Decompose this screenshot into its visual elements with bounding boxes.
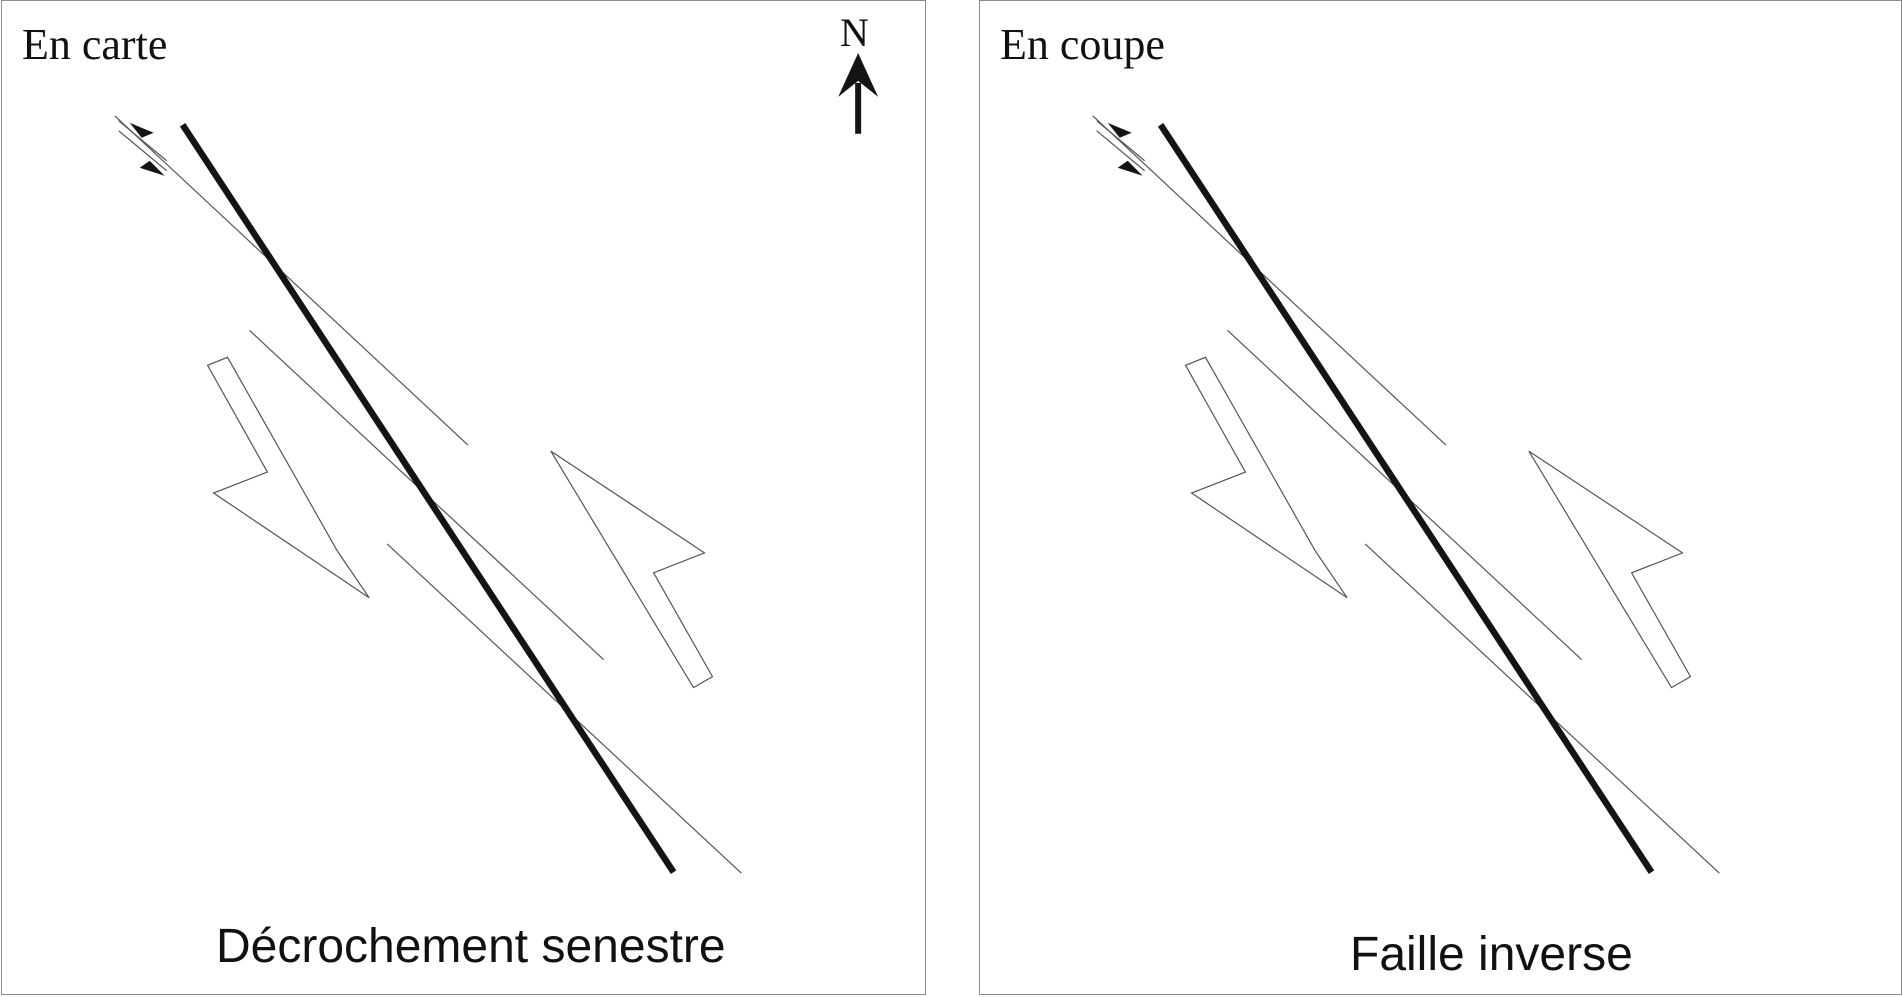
cross-section-diagram [1092,115,1720,874]
diagram-caption: Faille inverse [1350,928,1633,981]
cross-section-panel: En coupe Faille inverse [979,0,1902,995]
fault-line [179,123,677,874]
stratum-line [1092,115,1447,446]
offset-block-east [550,450,714,689]
north-label: N [840,10,869,55]
shear-sense-arrows-icon [118,120,168,176]
offset-block-footwall [1184,356,1348,599]
offset-block-hanging-wall [1528,450,1692,689]
shear-sense-arrows-icon [1096,120,1146,176]
map-view-panel: En carte N Décrochement senestre [1,0,926,995]
diagram-caption: Décrochement senestre [216,920,726,973]
offset-block-west [206,356,370,599]
view-title: En coupe [1000,20,1165,69]
stratum-line [114,115,469,446]
north-arrow-icon [838,52,879,134]
view-title: En carte [22,20,168,69]
fault-line [1157,123,1655,874]
map-view-diagram [114,52,879,874]
